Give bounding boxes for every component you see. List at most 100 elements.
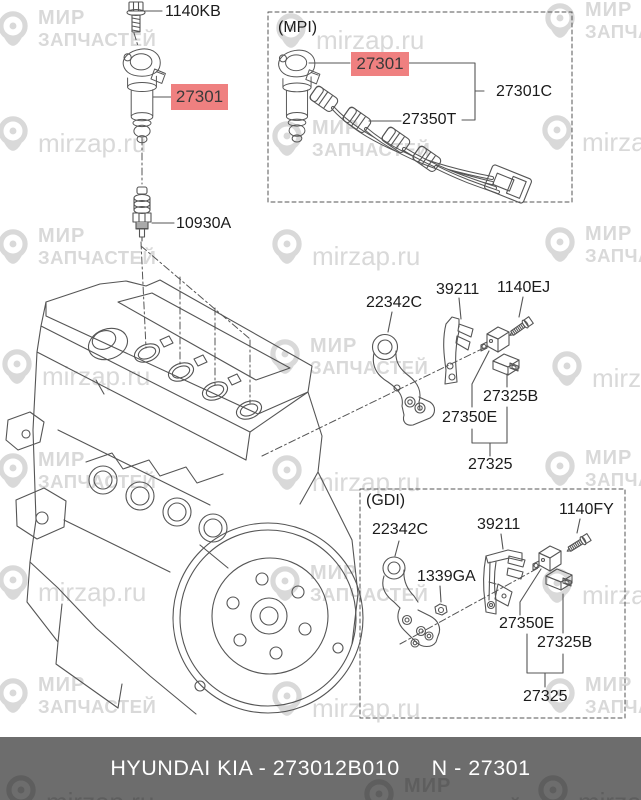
mpi-variant-box bbox=[267, 11, 573, 203]
brand-logo-icon bbox=[6, 775, 36, 800]
mpi-harness-art bbox=[308, 84, 532, 204]
label-mpi-bracket-39211: 39211 bbox=[436, 281, 480, 298]
watermark: mirzap.ru bbox=[272, 10, 424, 58]
gdi-bracket-art bbox=[483, 549, 526, 615]
label-gdi-connector-27325b: 27325B bbox=[537, 634, 593, 651]
engine-illustration bbox=[5, 279, 364, 715]
assembly-axis-lines bbox=[133, 32, 541, 645]
watermark-site-text: mirzap.ru bbox=[42, 361, 151, 391]
watermark-site-text: mirzap.ru bbox=[592, 363, 641, 393]
watermark-site-text: mirzap.ru bbox=[316, 25, 425, 55]
brand-logo-icon bbox=[276, 13, 306, 48]
brand-logo-icon bbox=[0, 678, 28, 713]
watermark-site-text: mirzap.ru bbox=[38, 577, 147, 607]
watermark-site-text: mirzap.ru bbox=[582, 127, 641, 157]
gdi-variant-box bbox=[359, 488, 626, 719]
brand-logo-icon bbox=[0, 453, 28, 488]
label-gdi-bracket-39211: 39211 bbox=[477, 516, 521, 533]
label-mpi-bracket-arm-22342c: 22342C bbox=[366, 294, 423, 311]
brand-logo-icon bbox=[538, 775, 568, 800]
gdi-capacitor-art bbox=[532, 545, 562, 572]
mpi-bracket-arm-art bbox=[371, 333, 436, 426]
footer-part-number: HYUNDAI KIA - 273012B010 bbox=[110, 756, 400, 780]
brand-logo-icon bbox=[272, 229, 302, 264]
label-bolt-1140kb: 1140KB bbox=[165, 3, 221, 20]
highlight-label-mpi-coil-27301[interactable]: 27301 bbox=[351, 52, 409, 76]
label-mpi-assembly-27325: 27325 bbox=[468, 456, 513, 473]
label-spark-plug-10930a: 10930A bbox=[176, 215, 232, 232]
watermark: mirzap.ru bbox=[0, 346, 150, 394]
watermark-site-text: mirzap.ru bbox=[312, 241, 421, 271]
mpi-capacitor-art bbox=[480, 326, 510, 353]
gdi-bolt-art bbox=[564, 532, 592, 556]
gdi-bracket-arm-art bbox=[382, 556, 441, 648]
brand-logo-icon bbox=[364, 779, 394, 800]
mpi-bracket-art bbox=[443, 316, 474, 385]
footer-catalog-ref: N - 27301 bbox=[431, 756, 531, 780]
watermark: mirzap.ru bbox=[268, 226, 420, 274]
watermark: mirzap.ru bbox=[0, 562, 146, 610]
diagram-line-art bbox=[5, 1, 626, 719]
brand-logo-icon bbox=[0, 116, 28, 151]
mpi-coil-art bbox=[278, 49, 321, 143]
brand-logo-icon bbox=[552, 351, 582, 386]
watermark: mirzap.ru bbox=[0, 113, 146, 161]
highlight-label-coil-27301[interactable]: 27301 bbox=[171, 84, 228, 110]
mpi-connector-art bbox=[492, 353, 520, 376]
label-wire-set-27350t: 27350T bbox=[402, 111, 457, 128]
brand-logo-icon bbox=[545, 678, 575, 713]
label-mpi-capacitor-27350e: 27350E bbox=[442, 409, 498, 426]
watermark: mirzap.ru bbox=[268, 452, 420, 500]
label-gdi-title: (GDI) bbox=[366, 492, 406, 509]
brand-logo-icon bbox=[0, 11, 28, 46]
gdi-nut-art bbox=[434, 603, 448, 616]
brand-logo-icon bbox=[542, 115, 572, 150]
label-gdi-bolt-1140fy: 1140FY bbox=[559, 501, 614, 518]
brand-logo-icon bbox=[0, 229, 28, 264]
label-gdi-bracket-arm-22342c: 22342C bbox=[372, 521, 429, 538]
brand-logo-icon bbox=[545, 451, 575, 486]
label-gdi-nut-1339ga: 1339GA bbox=[417, 568, 476, 585]
brand-logo-icon bbox=[2, 349, 32, 384]
watermark: mirzap.ru bbox=[534, 772, 641, 800]
watermark-site-text: mirzap.ru bbox=[582, 580, 641, 610]
ignition-coil-art bbox=[122, 48, 166, 144]
brand-logo-icon bbox=[0, 565, 28, 600]
label-mpi-title: (MPI) bbox=[278, 19, 318, 36]
spark-plug-art bbox=[132, 186, 152, 242]
label-gdi-assembly-27325: 27325 bbox=[523, 688, 568, 705]
bolt-1140kb-art bbox=[126, 1, 146, 33]
watermark: mirzap.ru bbox=[2, 772, 154, 800]
brand-logo-icon bbox=[270, 566, 300, 601]
leader-lines bbox=[141, 10, 581, 688]
watermark-site-text: mirzap.ru bbox=[578, 787, 641, 800]
watermark-site-text: mirzap.ru bbox=[46, 787, 154, 800]
gdi-connector-art bbox=[545, 568, 573, 591]
watermark: mirzap.ru bbox=[538, 112, 641, 160]
watermark: mirzap.ru bbox=[548, 348, 641, 396]
brand-logo-icon bbox=[272, 455, 302, 490]
